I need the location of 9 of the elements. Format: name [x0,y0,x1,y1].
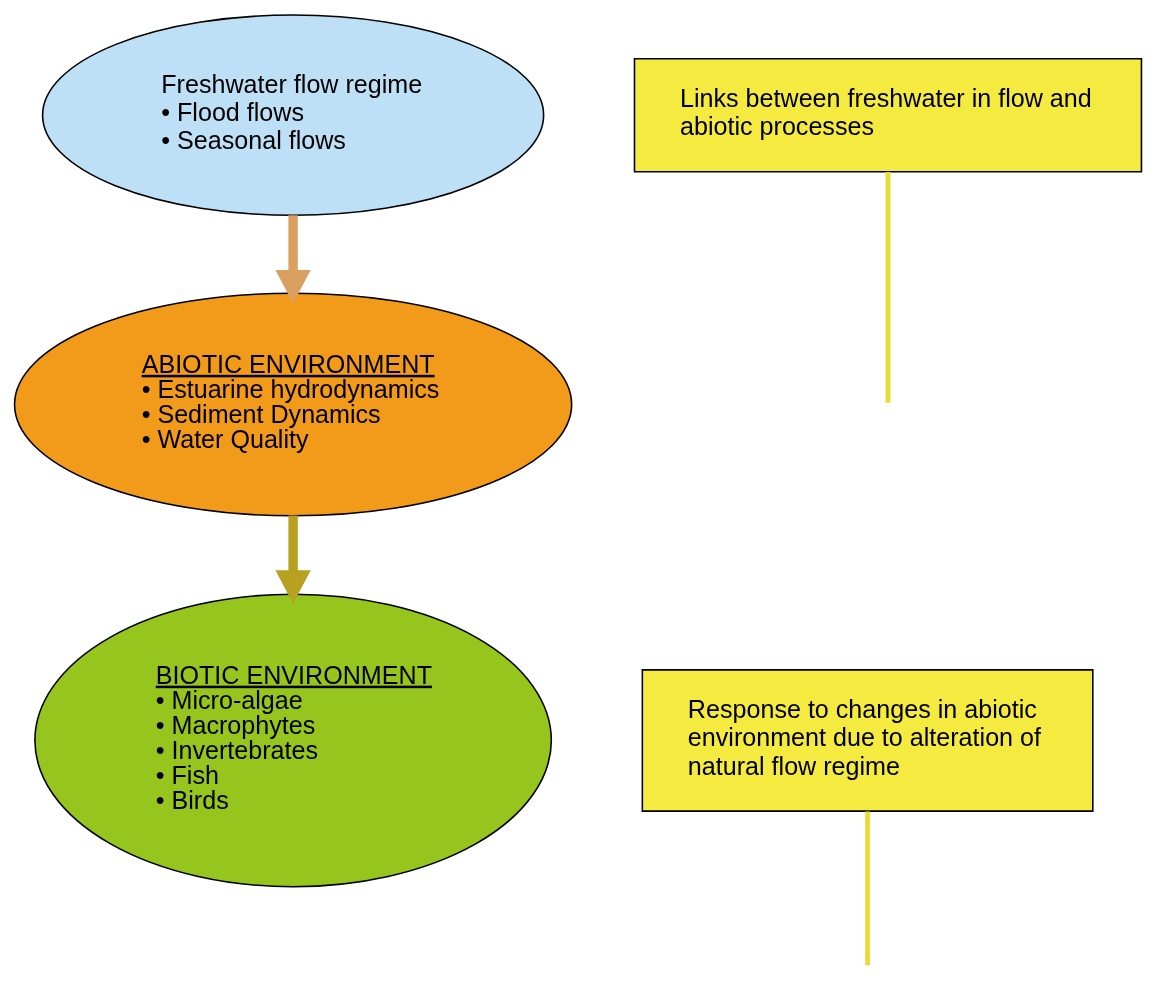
node-ellipse: BIOTIC ENVIRONMENT • Micro-algae • Macrophytes • Invertebrates • Fish • Birds [34,593,553,888]
connector [885,171,891,403]
arrow [275,515,311,604]
node-ellipse: Freshwater flow regime • Flood flows • Seasonal flows [41,14,545,217]
node-ellipse: ABIOTIC ENVIRONMENT • Estuarine hydrodynamics • Sediment Dynamics • Water Quality [13,292,573,517]
connector [865,811,870,966]
node-box: Response to changes in abiotic environment due to alteration of natural flow regime [641,669,1094,812]
node-box: Links between freshwater in flow and abiotic processes [633,57,1143,173]
arrow [275,215,311,304]
